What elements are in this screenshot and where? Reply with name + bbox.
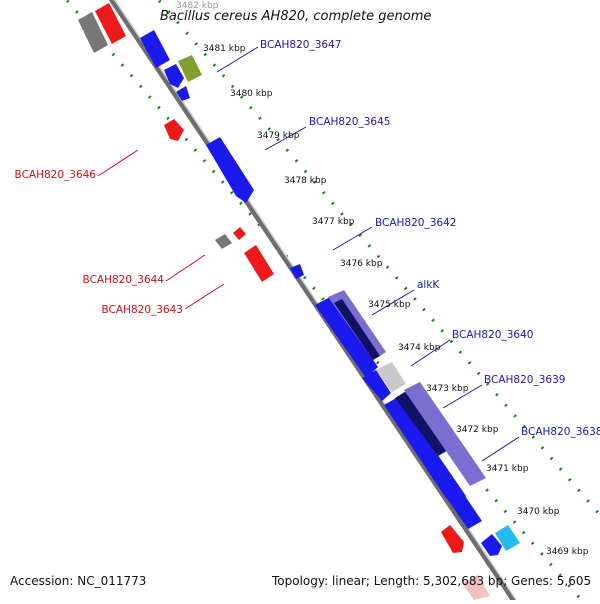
kbp-label: 3476 kbp [340,259,383,269]
gene-blue-2[interactable] [164,64,184,88]
gene-label-bcah820-3644[interactable]: BCAH820_3644 [83,274,165,286]
reverse-strand-genes [78,3,490,600]
gene-pink-bottom[interactable] [462,575,490,600]
gene-red-top[interactable] [95,3,126,44]
kbp-label: 3477 kbp [312,217,355,227]
connector-bcah820-3644 [165,254,206,282]
gene-blue-bottom[interactable] [481,534,502,556]
gene-label-bcah820-3646[interactable]: BCAH820_3646 [15,169,97,181]
gene-bcah820-3647[interactable] [178,55,202,82]
kbp-label: 3470 kbp [517,507,560,517]
gene-label-bcah820-3647[interactable]: BCAH820_3647 [260,39,341,51]
gene-label-bcah820-3638[interactable]: BCAH820_3638 [521,426,600,438]
kbp-label: 3475 kbp [368,300,411,310]
kbp-label: 3474 kbp [398,343,441,353]
genome-title: Bacillus cereus AH820, complete genome [160,9,432,24]
connector-bcah820-3646 [97,149,139,177]
kbp-label: 3469 kbp [546,547,589,557]
gene-label-bcah820-3640[interactable]: BCAH820_3640 [452,329,533,341]
gene-bcah820-3645[interactable] [206,137,254,203]
connector-bcah820-3645 [264,126,307,151]
kbp-label: 3482 kbp [176,1,219,11]
gene-grey-small[interactable] [215,234,232,249]
kbp-label: 3478 kbp [284,176,327,186]
gene-label-alkk[interactable]: alkK [417,279,440,291]
gene-grey-light[interactable] [376,362,406,392]
kbp-label: 3471 kbp [486,464,529,474]
gene-blue-small[interactable] [290,264,304,279]
connector-bcah820-3639 [442,384,483,409]
topology-text: Topology: linear; Length: 5,302,683 bp; … [272,574,592,588]
connector-bcah820-3647 [216,46,259,73]
gene-red-small[interactable] [164,119,184,141]
gene-cyan[interactable] [495,525,520,551]
gene-bcah820-3640[interactable] [362,370,391,401]
kbp-tick-labels: 3482 kbp 3481 kbp 3480 kbp 3479 kbp 3478… [176,1,589,557]
genome-axis [108,0,519,604]
gene-label-bcah820-3643[interactable]: BCAH820_3643 [102,304,183,316]
gene-red-bottom[interactable] [441,525,464,553]
accession-text: Accession: NC_011773 [10,574,147,588]
gene-blue-1[interactable] [140,30,170,68]
gene-bcah820-3642[interactable] [315,297,378,378]
gene-blue-3[interactable] [176,86,190,101]
connector-alkk [371,289,415,316]
gene-bcah820-3643[interactable] [244,245,274,282]
kbp-label: 3472 kbp [456,425,499,435]
connector-bcah820-3642 [332,226,373,251]
connector-bcah820-3643 [184,283,225,310]
forward-strand-genes [140,30,520,556]
gene-bcah820-3639-dark [395,390,450,456]
kbp-label: 3480 kbp [230,89,273,99]
connector-bcah820-3638 [481,436,520,462]
gene-bcah820-3638[interactable] [404,382,486,486]
gene-blue-lower[interactable] [427,462,482,529]
gene-label-bcah820-3642[interactable]: BCAH820_3642 [375,217,456,229]
gene-red-tiny[interactable] [233,227,246,240]
kbp-label: 3479 kbp [257,131,300,141]
forward-gene-labels: BCAH820_3647 BCAH820_3645 BCAH820_3642 a… [260,39,600,438]
connector-bcah820-3640 [410,339,451,367]
gene-alkk-dark [334,299,380,360]
reverse-tick-track [64,0,587,604]
kbp-label: 3473 kbp [426,384,469,394]
gene-grey-top[interactable] [78,12,108,53]
kbp-label: 3481 kbp [203,44,246,54]
gene-label-bcah820-3639[interactable]: BCAH820_3639 [484,374,565,386]
reverse-gene-labels: BCAH820_3646 BCAH820_3644 BCAH820_3643 [15,169,183,316]
label-connectors [97,46,520,462]
gene-label-bcah820-3645[interactable]: BCAH820_3645 [309,116,390,128]
